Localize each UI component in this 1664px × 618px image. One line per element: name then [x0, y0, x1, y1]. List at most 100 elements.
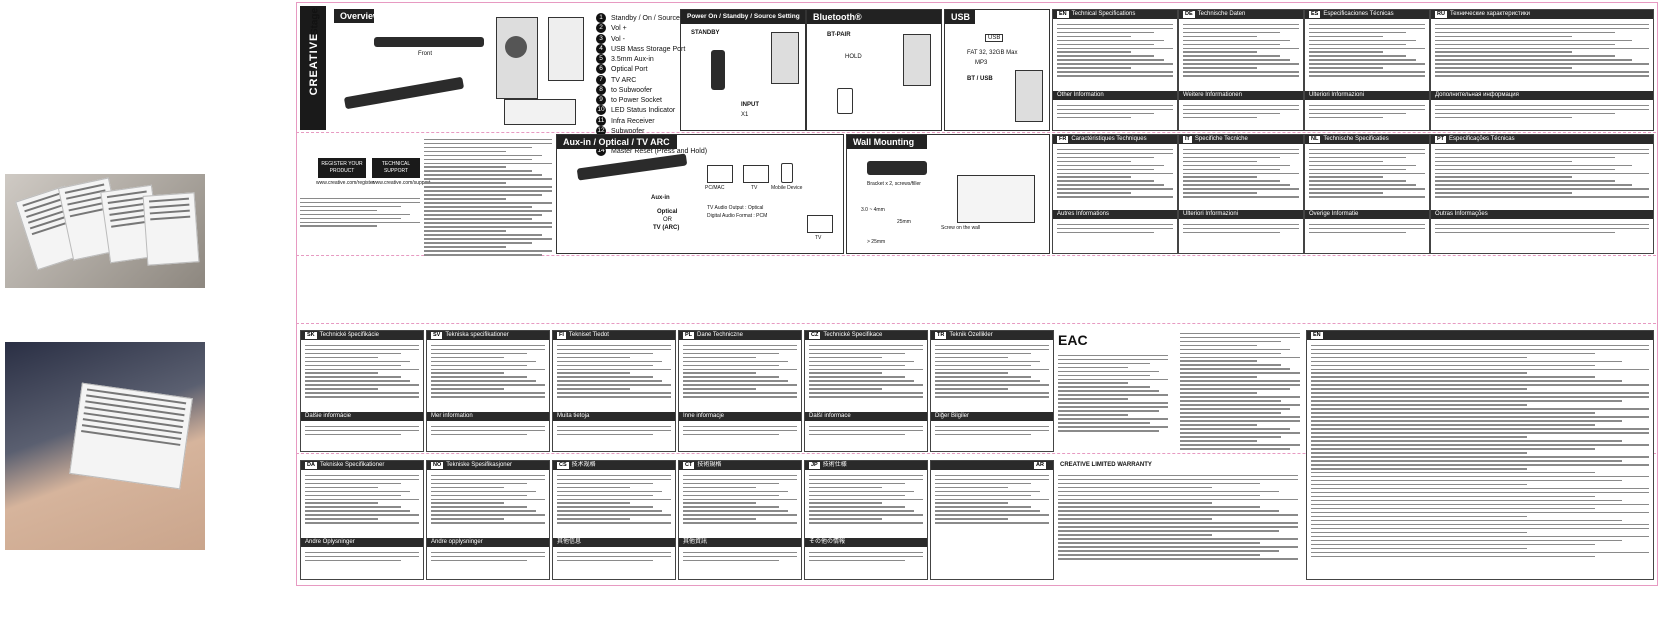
soundbar-back	[343, 76, 465, 110]
depth-label-2: 25mm	[897, 219, 911, 225]
device-tv-arc: TV	[815, 235, 822, 241]
legend-text: Subwoofer	[611, 127, 645, 135]
bluetooth-panel: Bluetooth® BT-PAIR HOLD	[806, 9, 942, 131]
support-url[interactable]: www.creative.com/support	[372, 180, 431, 186]
legend-number: 10	[596, 105, 606, 116]
legend-text: Infra Receiver	[611, 117, 655, 125]
photo-manual-in-hand	[5, 342, 205, 550]
legend-number: 11	[596, 115, 606, 126]
legend-number: 12	[596, 125, 606, 136]
optical-label: Optical	[657, 209, 678, 215]
auxin-title: Aux-in / Optical / TV ARC	[557, 135, 677, 149]
power-title: Power On / Standby / Source Setting	[681, 10, 805, 24]
tv-icon	[743, 165, 769, 183]
subwoofer-image	[496, 17, 538, 99]
fold-line	[296, 453, 1656, 454]
remote-accessories	[504, 99, 576, 125]
front-label: Front	[418, 51, 433, 57]
times-label: X1	[741, 112, 749, 118]
legend-item: 12 Subwoofer	[596, 125, 716, 136]
spec-column-ar: AR	[930, 460, 1054, 580]
legend-item: 14 Master Reset (Press and Hold)	[596, 146, 716, 157]
legend-number: 14	[596, 146, 606, 157]
usb-title: USB	[945, 10, 975, 24]
auxin-soundbar	[576, 153, 688, 181]
bt-pair-label: BT-PAIR	[827, 32, 851, 38]
bluetooth-title: Bluetooth®	[807, 10, 941, 24]
fold-line	[296, 132, 1656, 133]
support-button[interactable]: TECHNICAL SUPPORT	[372, 158, 420, 178]
usb-tag: USB	[985, 34, 1004, 42]
brand-strip: CREATIVE	[300, 6, 326, 130]
legend-item: 11 Infra Receiver	[596, 115, 716, 126]
eac-mark: EAC	[1058, 332, 1088, 348]
standby-label: STANDBY	[691, 30, 720, 36]
tv-arc-icon	[807, 215, 833, 233]
wall-panel: Wall Mounting Bracket x 2, screws/filler…	[846, 134, 1050, 254]
wall-soundbar	[867, 161, 927, 175]
fat-note: FAT 32, 32GB Max	[967, 50, 1018, 56]
auxin-label: Aux-in	[651, 195, 670, 201]
warranty-text	[1058, 472, 1298, 562]
warranty-text-col-1	[1180, 330, 1300, 452]
or-label: OR	[663, 217, 672, 223]
tvarc-label: TV (ARC)	[653, 225, 680, 231]
product-name: Stage	[309, 7, 321, 36]
phone-icon	[837, 88, 853, 114]
device-pc: PC/MAC	[705, 185, 725, 191]
screw-label: Screw on the wall	[941, 225, 981, 231]
auxin-panel: Aux-in / Optical / TV ARC Aux-in Optical…	[556, 134, 844, 254]
intro-text-block	[300, 195, 420, 229]
usb-panel: USB USB FAT 32, 32GB Max MP3 BT / USB	[944, 9, 1050, 131]
power-panel: Power On / Standby / Source Setting STAN…	[680, 9, 806, 131]
overview-title: Overview	[334, 9, 380, 23]
register-url[interactable]: www.creative.com/register	[316, 180, 375, 186]
legend-text: LED Status Indicator	[611, 107, 676, 115]
photo-manual-folded	[5, 174, 205, 288]
wall-tv-icon	[957, 175, 1035, 223]
compliance-text	[1058, 352, 1168, 434]
usb-speaker-icon	[1015, 70, 1043, 122]
soundbar-front	[374, 37, 484, 47]
depth-label-1: 3.0 ~ 4mm	[861, 207, 885, 213]
fold-line	[296, 255, 1656, 256]
fold-line	[296, 323, 1656, 324]
legend-item: 10 LED Status Indicator	[596, 105, 716, 116]
manual-sheet	[296, 2, 1658, 586]
device-tv: TV	[751, 185, 758, 191]
bt-usb-label: BT / USB	[967, 76, 993, 82]
subwoofer-icon	[771, 32, 799, 84]
legend-text: Master Reset (Press and Hold)	[611, 148, 708, 156]
register-button[interactable]: REGISTER YOUR PRODUCT	[318, 158, 366, 178]
mobile-icon	[781, 163, 793, 183]
bracket-label: Bracket x 2, screws/filler	[867, 181, 921, 187]
mp3-note: MP3	[975, 60, 988, 66]
auxin-note-2: Digital Audio Format : PCM	[707, 213, 768, 219]
warranty-title: CREATIVE LIMITED WARRANTY	[1060, 462, 1152, 468]
hold-label: HOLD	[845, 54, 862, 60]
